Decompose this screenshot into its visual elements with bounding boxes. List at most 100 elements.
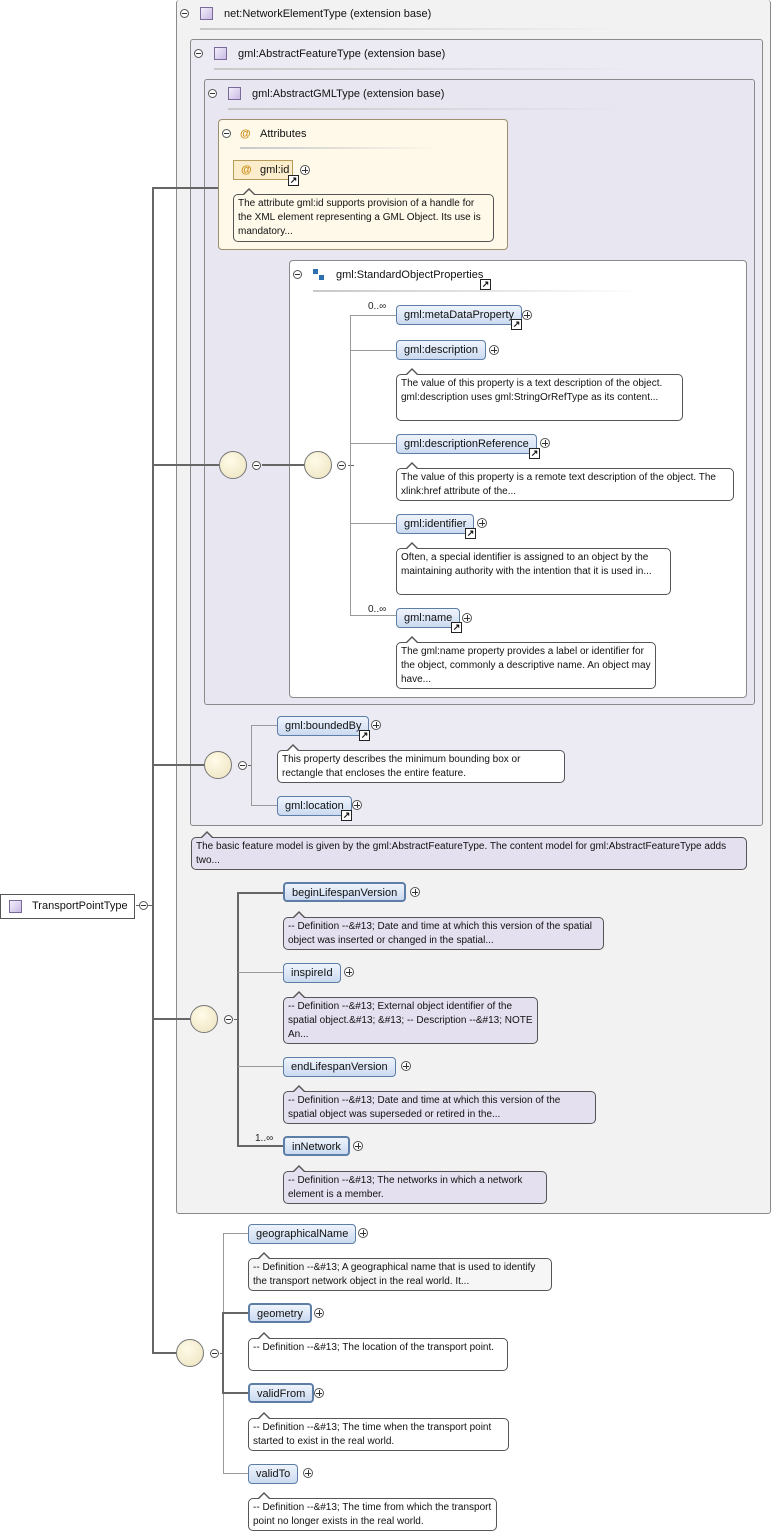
element-gml-name[interactable]: gml:name	[396, 608, 461, 628]
collapse-icon[interactable]	[180, 9, 189, 18]
extension-header-network-element[interactable]: net:NetworkElementType (extension base)	[180, 5, 580, 23]
extension-label: gml:AbstractGMLType (extension base)	[252, 88, 445, 100]
expand-icon[interactable]	[462, 613, 472, 623]
connector-line	[152, 764, 204, 766]
collapse-icon[interactable]	[222, 129, 231, 138]
collapse-icon[interactable]	[210, 1349, 219, 1358]
expand-icon[interactable]	[353, 1141, 363, 1151]
at-sign-icon: @	[241, 164, 252, 176]
header-divider	[313, 290, 643, 292]
element-doc: -- Definition --&#13; The networks in wh…	[283, 1165, 547, 1204]
collapse-icon[interactable]	[293, 270, 302, 279]
connector-line	[348, 465, 354, 466]
expand-icon[interactable]	[314, 1308, 324, 1318]
expand-icon[interactable]	[352, 800, 362, 810]
extension-header-abstract-gml[interactable]: gml:AbstractGMLType (extension base)	[208, 85, 608, 103]
complex-type-icon	[228, 87, 241, 100]
collapse-icon[interactable]	[208, 89, 217, 98]
reference-arrow-icon: ↗	[465, 528, 476, 539]
element-doc: The gml:name property provides a label o…	[396, 636, 656, 689]
element-doc: This property describes the minimum boun…	[277, 744, 565, 783]
expand-icon[interactable]	[540, 438, 550, 448]
expand-icon[interactable]	[358, 1228, 368, 1238]
connector-line	[152, 1018, 190, 1020]
connector-line	[237, 892, 283, 894]
element-geometry[interactable]: geometry	[248, 1303, 312, 1323]
cardinality-label: 0..∞	[368, 604, 387, 615]
element-endlifespanversion[interactable]: endLifespanVersion	[283, 1057, 396, 1077]
element-geographicalname[interactable]: geographicalName	[248, 1224, 357, 1244]
element-doc: The value of this property is a text des…	[396, 368, 683, 421]
element-gml-description[interactable]: gml:description	[396, 340, 486, 360]
reference-arrow-icon: ↗	[529, 448, 540, 459]
root-label: TransportPointType	[32, 900, 128, 912]
connector-line	[152, 187, 154, 1353]
reference-arrow-icon: ↗	[480, 279, 491, 290]
collapse-icon[interactable]	[252, 461, 261, 470]
expand-icon[interactable]	[522, 310, 532, 320]
collapse-icon[interactable]	[194, 49, 203, 58]
connector-line	[262, 464, 304, 466]
element-gml-location[interactable]: gml:location	[277, 796, 352, 816]
collapse-icon[interactable]	[238, 761, 247, 770]
connector-line	[152, 464, 219, 466]
collapse-icon[interactable]	[139, 901, 148, 910]
connector-line	[152, 187, 218, 189]
expand-icon[interactable]	[300, 165, 310, 175]
element-gml-descriptionreference[interactable]: gml:descriptionReference	[396, 434, 537, 454]
element-gml-boundedby[interactable]: gml:boundedBy	[277, 716, 370, 736]
sequence-icon[interactable]	[304, 451, 332, 479]
sequence-icon[interactable]	[204, 751, 232, 779]
complex-type-icon	[214, 47, 227, 60]
expand-icon[interactable]	[303, 1468, 313, 1478]
connector-line	[234, 1019, 238, 1020]
connector-line	[350, 443, 396, 444]
extension-header-abstract-feature[interactable]: gml:AbstractFeatureType (extension base)	[194, 45, 594, 63]
element-inspireid[interactable]: inspireId	[283, 963, 341, 983]
attributes-label: Attributes	[260, 128, 307, 140]
group-label: gml:StandardObjectProperties	[336, 269, 484, 281]
attribute-doc: The attribute gml:id supports provision …	[233, 188, 494, 242]
extension-label: net:NetworkElementType (extension base)	[224, 8, 432, 20]
element-doc: -- Definition --&#13; The time when the …	[248, 1412, 509, 1451]
expand-icon[interactable]	[489, 345, 499, 355]
connector-line	[223, 1473, 248, 1474]
header-divider	[240, 147, 440, 149]
reference-arrow-icon: ↗	[359, 730, 370, 741]
root-type-node[interactable]: TransportPointType	[0, 894, 135, 919]
reference-arrow-icon: ↗	[288, 175, 299, 186]
element-gml-metadataproperty[interactable]: gml:metaDataProperty	[396, 305, 523, 325]
expand-icon[interactable]	[401, 1061, 411, 1071]
at-sign-icon: @	[240, 128, 251, 140]
expand-icon[interactable]	[410, 887, 420, 897]
element-doc: -- Definition --&#13; Date and time at w…	[283, 911, 604, 950]
connector-line	[248, 765, 252, 766]
group-icon	[313, 269, 325, 281]
expand-icon[interactable]	[477, 518, 487, 528]
element-innetwork[interactable]: inNetwork	[283, 1136, 350, 1156]
attributes-header[interactable]: @ Attributes	[222, 125, 422, 143]
connector-line	[238, 972, 283, 973]
reference-arrow-icon: ↗	[511, 319, 522, 330]
element-beginlifespanversion[interactable]: beginLifespanVersion	[283, 882, 407, 902]
connector-line	[222, 1312, 248, 1314]
sequence-icon[interactable]	[176, 1339, 204, 1367]
sequence-icon[interactable]	[219, 451, 247, 479]
sequence-icon[interactable]	[190, 1005, 218, 1033]
connector-line	[350, 315, 351, 615]
group-header[interactable]: gml:StandardObjectProperties	[293, 266, 593, 284]
connector-line	[237, 1145, 283, 1147]
collapse-icon[interactable]	[224, 1015, 233, 1024]
expand-icon[interactable]	[371, 720, 381, 730]
element-gml-identifier[interactable]: gml:identifier	[396, 514, 475, 534]
element-validto[interactable]: validTo	[248, 1464, 299, 1484]
element-doc: -- Definition --&#13; A geographical nam…	[248, 1252, 552, 1291]
element-doc: -- Definition --&#13; The time from whic…	[248, 1492, 497, 1531]
expand-icon[interactable]	[314, 1388, 324, 1398]
element-validfrom[interactable]: validFrom	[248, 1383, 315, 1403]
connector-line	[220, 1353, 223, 1354]
element-doc: Often, a special identifier is assigned …	[396, 542, 671, 595]
attribute-gml-id[interactable]: @ gml:id	[233, 160, 293, 180]
collapse-icon[interactable]	[337, 461, 346, 470]
expand-icon[interactable]	[344, 967, 354, 977]
